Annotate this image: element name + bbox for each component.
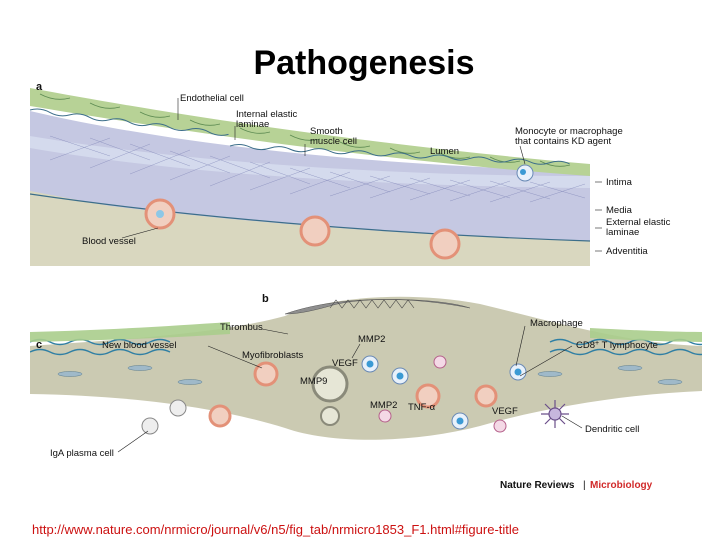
label-new-blood-vessel: New blood vessel xyxy=(102,340,176,351)
label-dendritic-cell: Dendritic cell xyxy=(585,424,639,435)
label-vegf-left: VEGF xyxy=(332,358,358,369)
label-media: Media xyxy=(606,205,633,216)
label-adventitia: Adventitia xyxy=(606,246,648,257)
label-mmp2-top: MMP2 xyxy=(358,334,385,345)
label-internal-elastic-1: Internal elastic xyxy=(236,109,298,120)
label-thrombus: Thrombus xyxy=(220,322,263,333)
dendritic-cell xyxy=(541,400,569,428)
label-mmp9: MMP9 xyxy=(300,376,327,387)
panel-a-artery-wall xyxy=(30,88,591,266)
label-cd8-t-lymphocyte: CD8+ T lymphocyte xyxy=(576,340,658,351)
credit-separator: | xyxy=(583,480,586,491)
label-intima: Intima xyxy=(606,177,633,188)
credit-section: Microbiology xyxy=(590,480,653,491)
label-smooth-1: Smooth xyxy=(310,126,343,137)
label-iga-plasma-cell: IgA plasma cell xyxy=(50,448,114,459)
vessel-3 xyxy=(429,228,461,260)
label-external-2: laminae xyxy=(606,227,639,238)
label-lumen: Lumen xyxy=(430,146,459,157)
source-url[interactable]: http://www.nature.com/nrmicro/journal/v6… xyxy=(32,522,519,537)
macrophage-cells xyxy=(361,355,527,430)
label-monocyte-2: that contains KD agent xyxy=(515,136,611,147)
new-blood-vessel xyxy=(253,361,279,387)
slide-title: Pathogenesis xyxy=(253,44,475,82)
label-mmp2-bottom: MMP2 xyxy=(370,400,397,411)
panel-label-c: c xyxy=(36,339,42,351)
pathogenesis-diagram: a Endothelial cell Internal elastic lami… xyxy=(30,81,702,491)
label-monocyte-1: Monocyte or macrophage xyxy=(515,126,623,137)
label-myofibroblasts: Myofibroblasts xyxy=(242,350,303,361)
figure-credit: Nature Reviews | Microbiology xyxy=(500,480,653,491)
panel-label-a: a xyxy=(36,81,43,93)
label-blood-vessel: Blood vessel xyxy=(82,236,136,247)
vessel-2 xyxy=(299,215,331,247)
label-external-1: External elastic xyxy=(606,217,671,228)
label-internal-elastic-2: laminae xyxy=(236,119,269,130)
label-vegf-right: VEGF xyxy=(492,406,518,417)
label-tnf: TNF-α xyxy=(408,402,436,413)
label-smooth-2: muscle cell xyxy=(310,136,357,147)
monocyte-cell xyxy=(516,164,534,182)
label-macrophage: Macrophage xyxy=(530,318,583,329)
label-endothelial-cell: Endothelial cell xyxy=(180,93,244,104)
panel-bc-aneurysm xyxy=(30,296,702,440)
vessel-1 xyxy=(144,198,176,230)
panel-label-b: b xyxy=(262,293,269,305)
credit-journal: Nature Reviews xyxy=(500,480,575,491)
